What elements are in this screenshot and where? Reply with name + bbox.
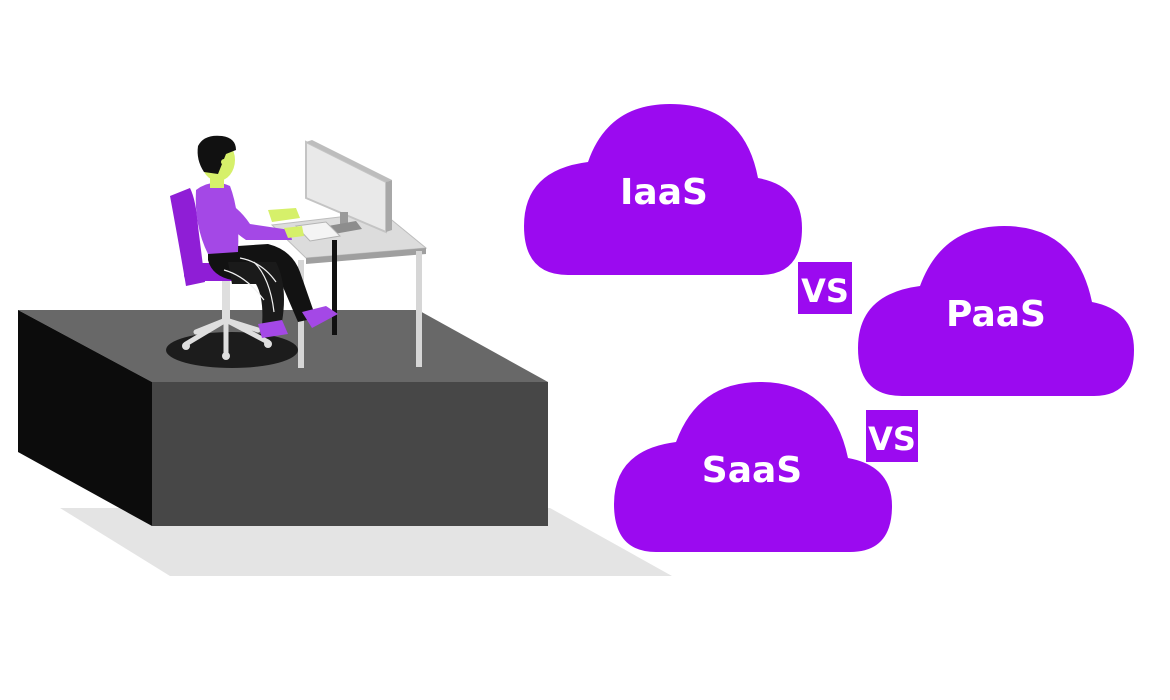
desk-leg-right xyxy=(416,251,422,367)
saas-label: SaaS xyxy=(702,450,802,491)
vs-badge-2: VS xyxy=(866,410,918,462)
platform xyxy=(18,310,548,526)
paas-cloud: PaaS xyxy=(858,226,1134,396)
desk-leg-back xyxy=(332,240,337,335)
saas-cloud: SaaS xyxy=(614,382,892,552)
platform-side xyxy=(18,310,152,526)
person-at-desk-icon xyxy=(195,135,338,338)
platform-front xyxy=(152,382,548,526)
vs-label-2: VS xyxy=(868,420,916,458)
computer-monitor-icon xyxy=(305,140,392,234)
iaas-label: IaaS xyxy=(620,172,708,213)
keyboard-icon xyxy=(294,221,342,242)
iaas-cloud: IaaS xyxy=(524,104,802,275)
vs-badge-1: VS xyxy=(798,262,852,314)
paas-label: PaaS xyxy=(946,294,1046,335)
chair-shadow xyxy=(166,332,298,368)
vs-label-1: VS xyxy=(801,272,849,310)
